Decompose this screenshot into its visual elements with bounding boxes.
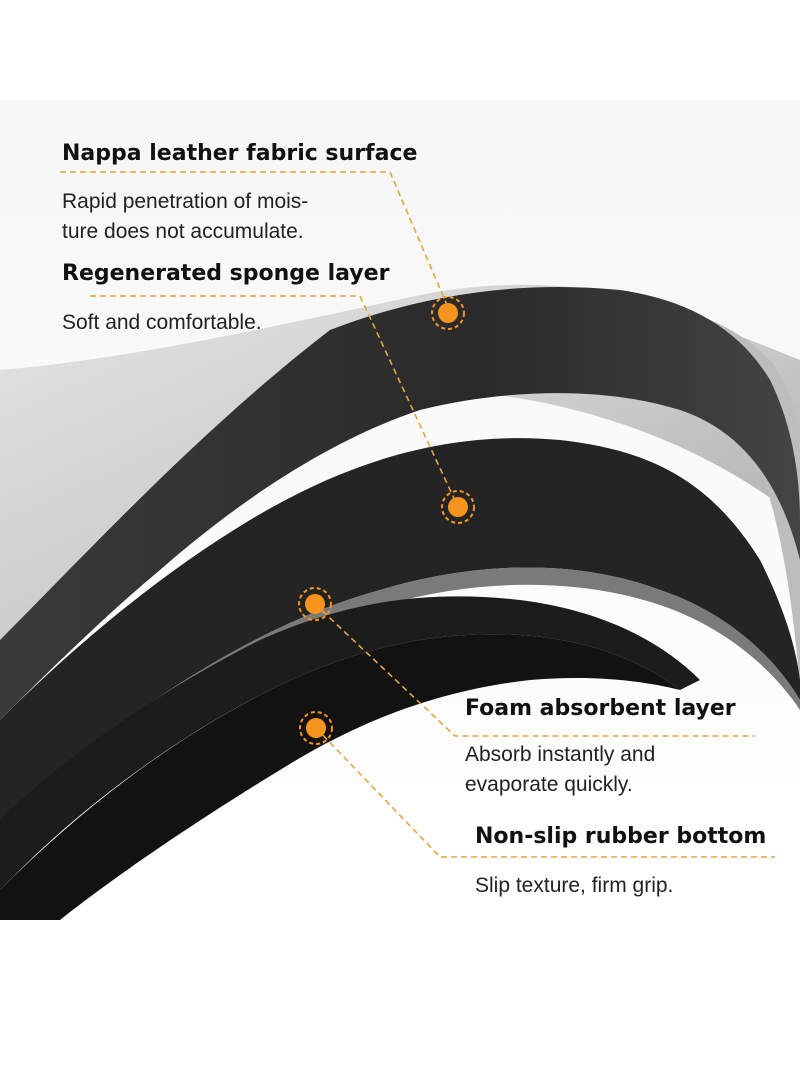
label-desc-nappa-line-1: Rapid penetration of mois- — [62, 190, 309, 213]
label-desc-rubber: Slip texture, firm grip. — [475, 871, 673, 901]
nappa-leather-layer — [0, 286, 800, 720]
label-desc-sponge-line-1: Soft and comfortable. — [62, 311, 262, 334]
foam-absorbent-layer — [0, 596, 700, 890]
leader-line-nappa — [60, 171, 451, 313]
label-title-foam: Foam absorbent layer — [465, 696, 736, 721]
leader-line-sponge — [90, 295, 459, 508]
label-desc-foam-line-1: Absorb instantly and — [465, 743, 656, 766]
marker-foam — [298, 587, 332, 621]
label-title-nappa: Nappa leather fabric surface — [62, 141, 418, 166]
label-desc-nappa: Rapid penetration of mois- ture does not… — [62, 187, 308, 247]
label-desc-foam: Absorb instantly and evaporate quickly. — [465, 740, 655, 800]
label-desc-sponge: Soft and comfortable. — [62, 308, 262, 338]
label-title-sponge: Regenerated sponge layer — [62, 261, 390, 286]
marker-nappa — [431, 296, 465, 330]
sponge-layer — [0, 438, 800, 820]
label-desc-rubber-line-1: Slip texture, firm grip. — [475, 874, 674, 897]
marker-sponge — [441, 490, 475, 524]
leader-line-rubber — [315, 727, 775, 858]
rubber-bottom-layer — [0, 634, 680, 920]
label-title-rubber: Non-slip rubber bottom — [475, 824, 767, 849]
leader-lines — [60, 171, 775, 858]
leader-line-foam — [314, 603, 755, 737]
label-desc-nappa-line-2: ture does not accumulate. — [62, 220, 304, 243]
label-desc-foam-line-2: evaporate quickly. — [465, 773, 633, 796]
marker-rubber — [299, 711, 333, 745]
